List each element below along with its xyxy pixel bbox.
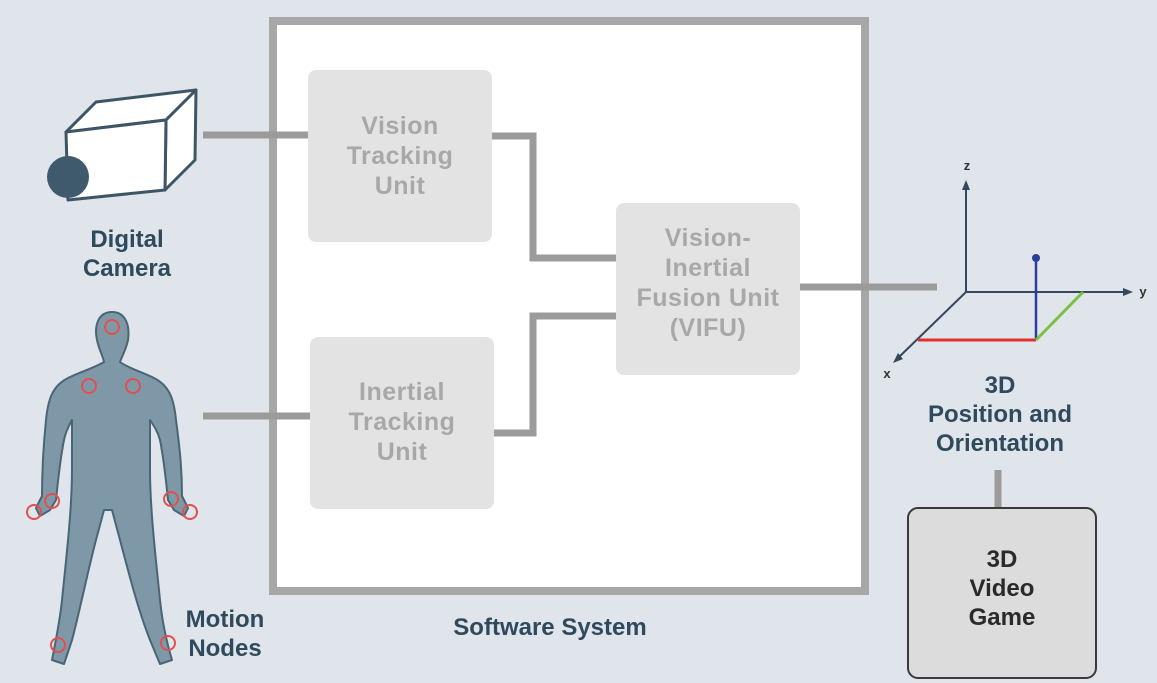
camera-icon [47, 88, 198, 202]
digital-camera-label: Digital Camera [82, 226, 172, 282]
motion-node-marker [26, 504, 42, 520]
fusion-unit-label: Vision- Inertial Fusion Unit (VIFU) [636, 224, 780, 342]
y-axis-label: y [1139, 284, 1147, 299]
z-axis-label: z [963, 158, 971, 173]
3d-axes-icon [893, 180, 1133, 363]
motion-nodes-label: Motion Nodes [185, 606, 265, 662]
x-axis-label: x [883, 366, 891, 381]
inertial-tracking-unit-label: Inertial Tracking Unit [348, 378, 456, 466]
motion-node-marker [182, 504, 198, 520]
inertial-tracking-unit-box [310, 337, 494, 509]
software-system-label: Software System [453, 614, 647, 641]
motion-node-marker [81, 378, 97, 394]
position-orientation-label: 3D Position and Orientation [928, 372, 1072, 457]
motion-node-marker [44, 493, 60, 509]
video-game-label: 3D Video Game [968, 546, 1036, 631]
inertial-to-fusion-connector [494, 312, 616, 437]
motion-node-marker [104, 319, 120, 335]
human-body-icon [35, 311, 189, 665]
motion-node-marker [125, 378, 141, 394]
vision-tracking-unit-label: Vision Tracking Unit [346, 112, 454, 200]
vision-to-fusion-connector [492, 132, 616, 262]
motion-node-marker [160, 635, 176, 651]
fusion-unit-box [616, 203, 800, 375]
motion-node-marker [50, 637, 66, 653]
motion-node-marker [163, 491, 179, 507]
video-game-box [907, 507, 1097, 679]
motion-node-markers [26, 319, 198, 653]
vision-tracking-unit-box [308, 70, 492, 242]
